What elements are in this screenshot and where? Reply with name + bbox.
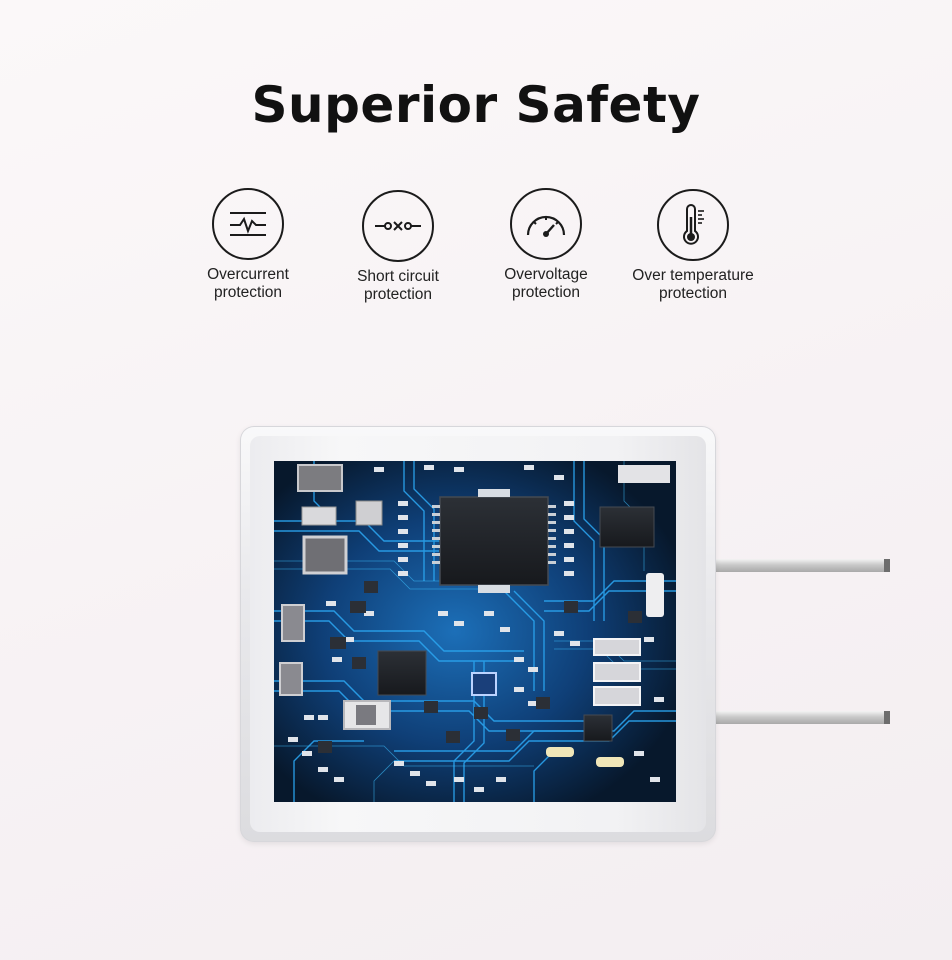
feature-label: Overvoltage protection	[504, 266, 588, 301]
feature-overvoltage: Overvoltage protection	[466, 188, 626, 302]
feature-label: Over temperature protection	[632, 267, 754, 302]
thermometer-icon	[657, 189, 729, 261]
wall-charger-pcb-image	[274, 461, 676, 802]
feature-over-temperature: Over temperature protection	[613, 189, 773, 303]
feature-label: Short circuit protection	[357, 268, 439, 303]
overcurrent-icon	[212, 188, 284, 260]
feature-overcurrent: Overcurrent protection	[168, 188, 328, 302]
feature-short-circuit: Short circuit protection	[318, 190, 478, 304]
charger-prong-top	[714, 559, 890, 572]
page-title: Superior Safety	[251, 76, 701, 134]
overvoltage-gauge-icon	[510, 188, 582, 260]
charger-prong-bottom	[714, 711, 890, 724]
short-circuit-icon	[362, 190, 434, 262]
feature-label: Overcurrent protection	[207, 266, 289, 301]
